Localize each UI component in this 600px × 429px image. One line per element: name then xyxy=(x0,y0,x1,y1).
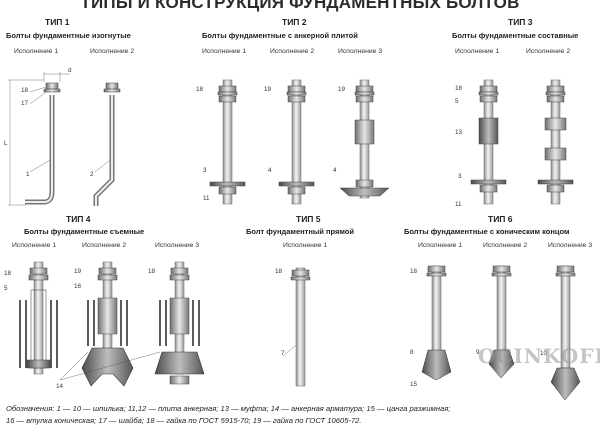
type-2-subtitle: Болты фундаментные с анкерной плитой xyxy=(202,31,358,40)
t2-callout-19a: 19 xyxy=(264,86,272,93)
t4-callout-5: 5 xyxy=(4,285,8,292)
type-6-variant-3-drawing xyxy=(550,265,581,401)
legend-line-1: Обозначения: 1 — 10 — шпилька; 11,12 — п… xyxy=(6,404,451,413)
type-6-variant-2: Исполнение 2 xyxy=(483,242,528,249)
t4-callout-18b: 18 xyxy=(148,268,156,275)
type-4-variant-2-drawing xyxy=(81,261,134,387)
t3-callout-3: 3 xyxy=(458,173,462,180)
t5-callout-7: 7 xyxy=(281,350,285,357)
t4-callout-14: 14 xyxy=(56,383,64,390)
type-6-variant-1-drawing xyxy=(421,265,452,381)
t2-callout-19b: 19 xyxy=(338,86,346,93)
type-1-variant-2-drawing xyxy=(93,82,121,206)
type-6-subtitle: Болты фундаментные с коническим концом xyxy=(404,227,570,236)
type-3-variant-1-drawing xyxy=(470,79,507,205)
type-3-title: ТИП 3 xyxy=(508,17,533,27)
type-5-title: ТИП 5 xyxy=(296,214,321,224)
type-4-variant-2: Исполнение 2 xyxy=(82,242,127,249)
t3-callout-5: 5 xyxy=(455,98,459,105)
t2-callout-11: 11 xyxy=(203,195,210,202)
type-3-subtitle: Болты фундаментные составные xyxy=(452,31,579,40)
type-6-variant-2-drawing xyxy=(488,265,515,379)
type-1-variant-1-drawing xyxy=(8,72,70,206)
t3-callout-18: 18 xyxy=(455,85,463,92)
type-5-subtitle: Болт фундаментный прямой xyxy=(246,227,354,236)
type-5-variant-1-drawing xyxy=(282,267,311,387)
type-3-variant-1: Исполнение 1 xyxy=(455,48,500,55)
type-4-variant-1-drawing xyxy=(19,261,58,375)
t2-callout-18: 18 xyxy=(196,86,204,93)
t4-callout-18: 18 xyxy=(4,270,12,277)
type-6-title: ТИП 6 xyxy=(488,214,513,224)
type-1-variant-1: Исполнение 1 xyxy=(14,48,59,55)
type-4-title: ТИП 4 xyxy=(66,214,91,224)
t2-callout-4b: 4 xyxy=(333,167,337,174)
type-2-variant-1-drawing xyxy=(209,79,246,205)
type-1-title: ТИП 1 xyxy=(45,17,70,27)
type-6-variant-3: Исполнение 3 xyxy=(548,242,593,249)
page-title: ТИПЫ И КОНСТРУКЦИЯ ФУНДАМЕНТНЫХ БОЛТОВ xyxy=(80,0,520,12)
t6-callout-10: 10 xyxy=(540,350,548,357)
t3-callout-13: 13 xyxy=(455,129,463,136)
t6-callout-8: 8 xyxy=(410,349,414,356)
t6-callout-18: 18 xyxy=(410,268,418,275)
type-4-variant-3: Исполнение 3 xyxy=(155,242,200,249)
t6-callout-9: 9 xyxy=(476,349,480,356)
t2-callout-4a: 4 xyxy=(268,167,272,174)
type-3-variant-2: Исполнение 2 xyxy=(526,48,571,55)
watermark: OCINKOFF xyxy=(478,344,600,368)
type-2-variant-3-drawing xyxy=(339,79,390,199)
t4-callout-16: 16 xyxy=(74,283,82,290)
type-2-variant-3: Исполнение 3 xyxy=(338,48,383,55)
t1-callout-d: d xyxy=(68,67,72,74)
type-6-variant-1: Исполнение 1 xyxy=(418,242,463,249)
t1-callout-18: 18 xyxy=(21,87,29,94)
type-2-variant-1: Исполнение 1 xyxy=(202,48,247,55)
t5-callout-18: 18 xyxy=(275,268,283,275)
t1-callout-17: 17 xyxy=(21,100,29,107)
t4-callout-19: 19 xyxy=(74,268,82,275)
type-2-variant-2-drawing xyxy=(278,79,315,205)
type-1-subtitle: Болты фундаментные изогнутые xyxy=(6,31,131,40)
type-4-variant-3-drawing xyxy=(154,261,205,385)
legend-line-2: 16 — втулка коническая; 17 — шайба; 18 —… xyxy=(6,416,362,425)
type-5-variant-1: Исполнение 1 xyxy=(283,242,328,249)
t2-callout-3: 3 xyxy=(203,167,207,174)
t1-callout-2: 2 xyxy=(90,171,94,178)
type-2-variant-2: Исполнение 2 xyxy=(270,48,315,55)
type-4-subtitle: Болты фундаментные съемные xyxy=(24,227,145,236)
type-2-title: ТИП 2 xyxy=(282,17,307,27)
type-1-variant-2: Исполнение 2 xyxy=(90,48,135,55)
type-4-variant-1: Исполнение 1 xyxy=(12,242,57,249)
t1-callout-l: L xyxy=(4,140,8,147)
t6-callout-15: 15 xyxy=(410,381,418,388)
type-3-variant-2-drawing xyxy=(537,79,574,205)
t1-callout-1: 1 xyxy=(26,171,30,178)
t3-callout-11: 11 xyxy=(455,201,462,208)
